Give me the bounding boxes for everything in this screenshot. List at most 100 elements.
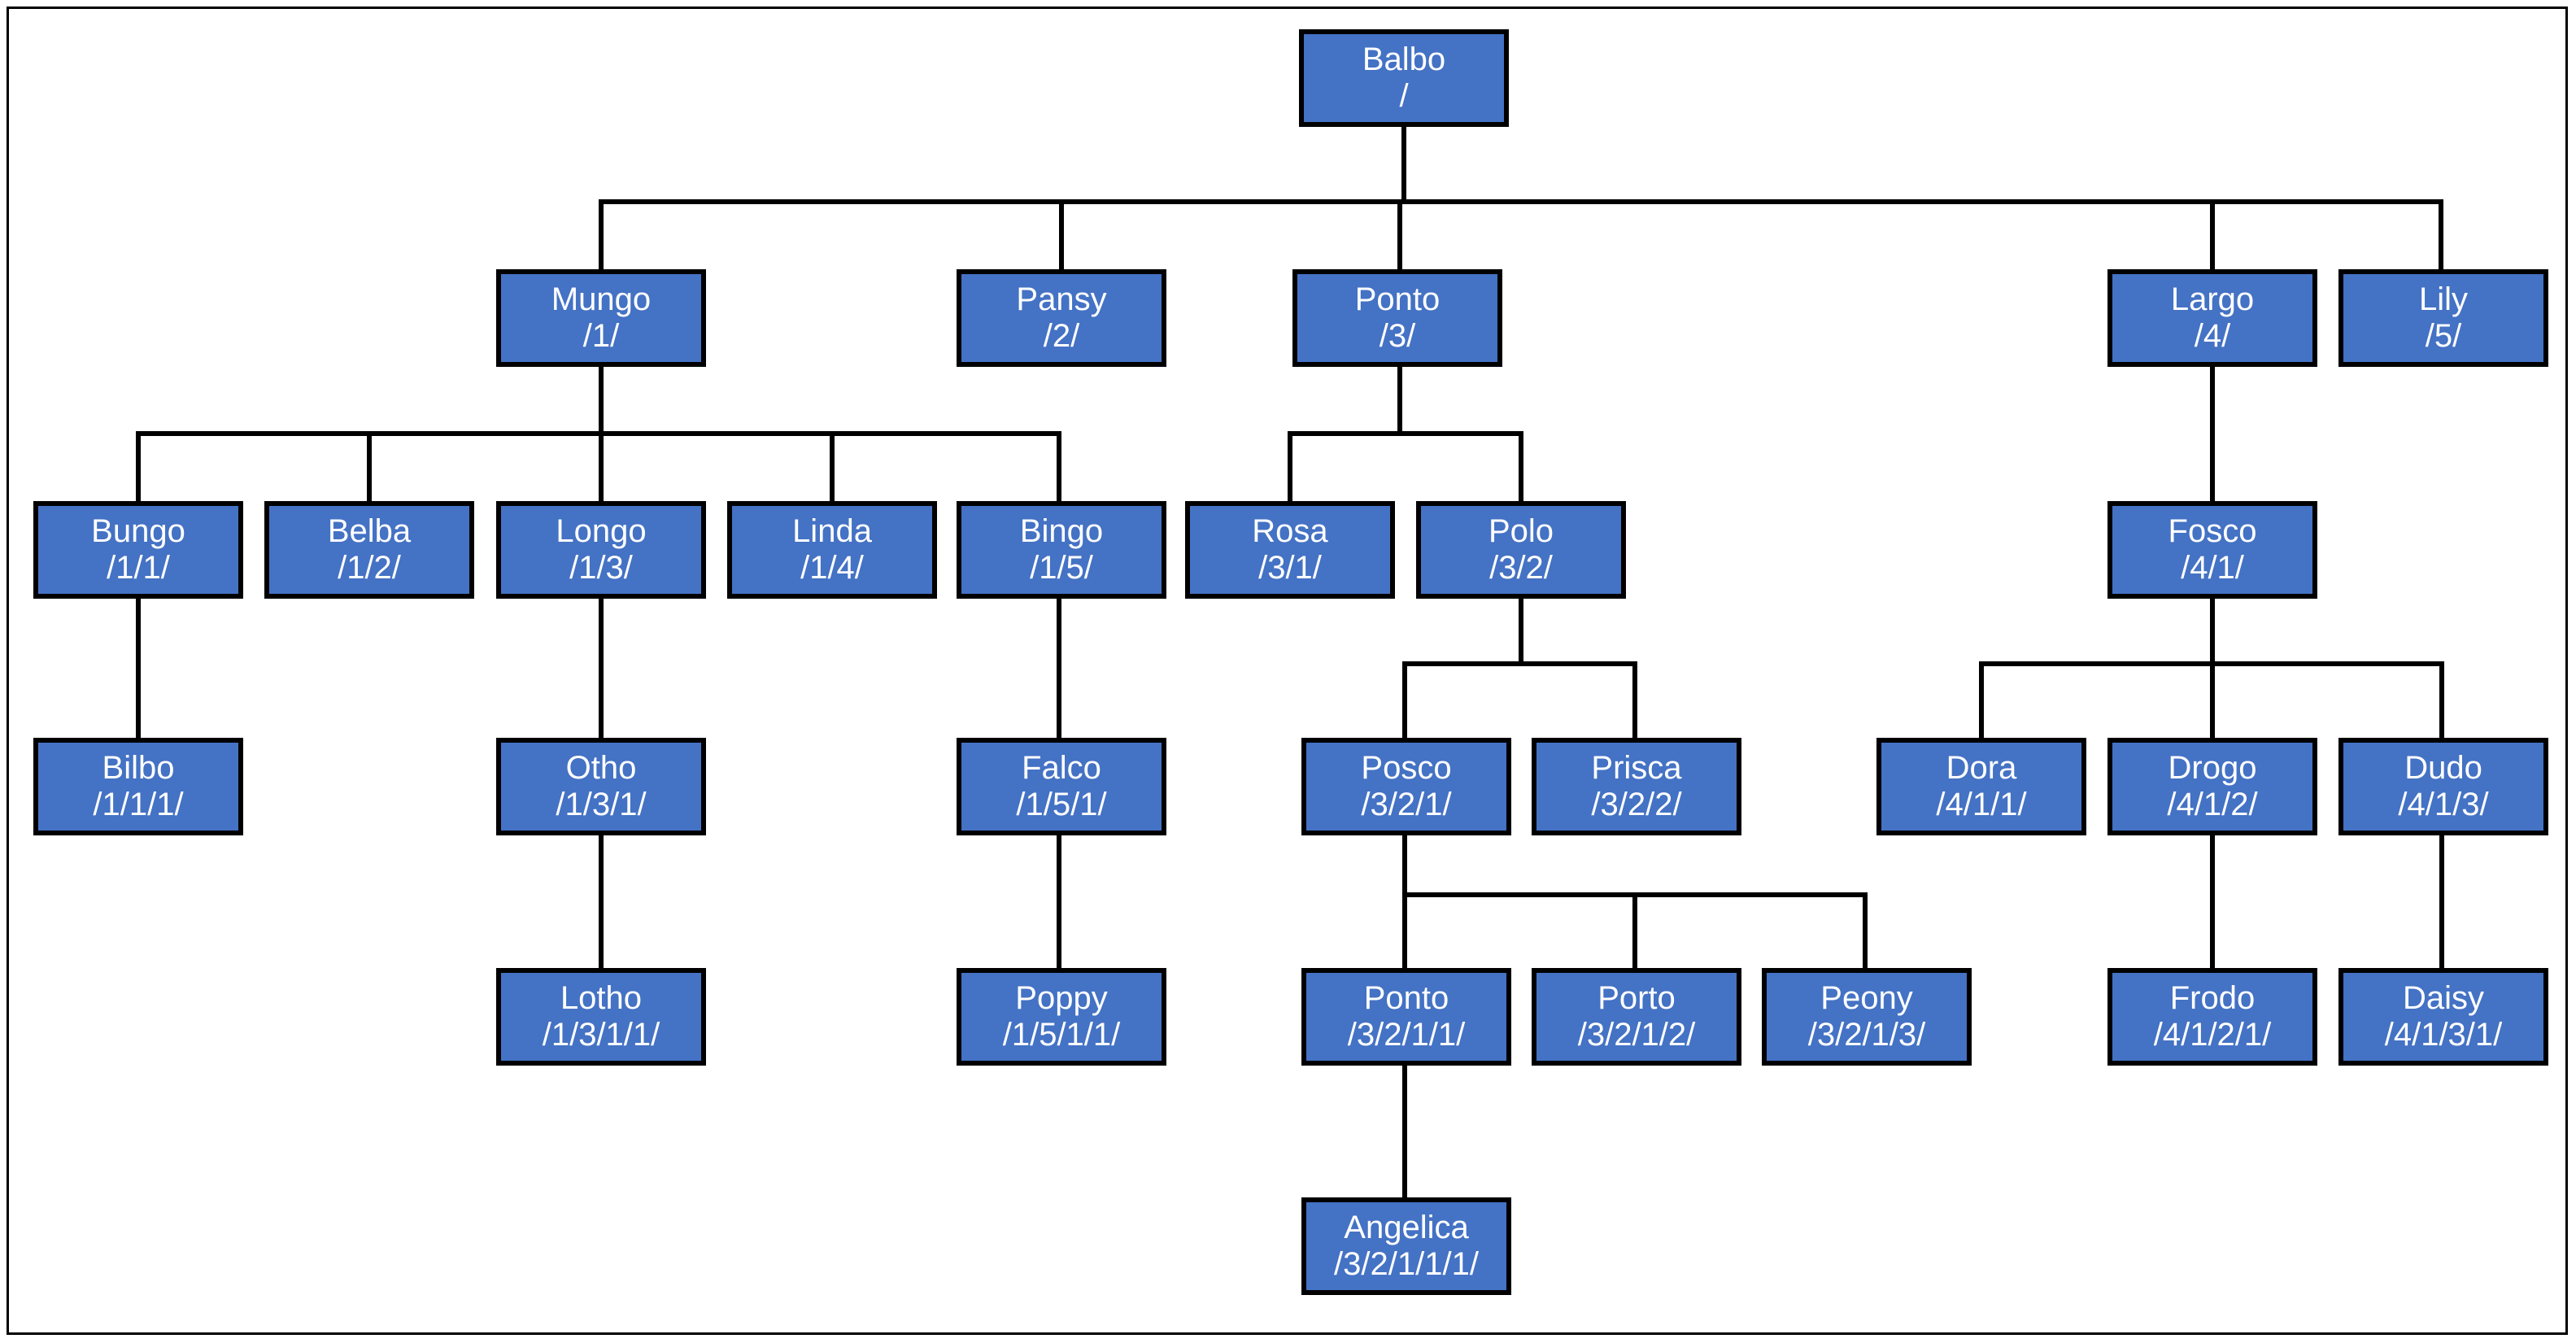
tree-node-ponto[interactable]: Ponto/3/ [1292,269,1502,367]
edge-e-posco-peony [1863,892,1868,968]
tree-node-prisca[interactable]: Prisca/3/2/2/ [1532,738,1741,835]
edge-e-fosco-stem [2210,599,2215,664]
tree-node-mungo[interactable]: Mungo/1/ [496,269,706,367]
node-name-label: Balbo [1362,41,1446,78]
node-name-label: Polo [1488,513,1554,550]
node-path-label: /1/ [582,318,620,354]
node-name-label: Prisca [1591,750,1682,787]
tree-node-angelica[interactable]: Angelica/3/2/1/1/1/ [1301,1197,1511,1295]
edge-e-balbo-stem [1401,127,1406,202]
node-path-label: /1/5/1/1/ [1002,1017,1121,1053]
edge-e-mungo-bingo [1057,431,1061,501]
tree-node-linda[interactable]: Linda/1/4/ [727,501,937,599]
node-name-label: Largo [2170,281,2255,318]
node-path-label: /1/1/ [107,550,170,586]
edge-e-posco-ponto2 [1402,892,1407,968]
edge-e-fosco-dudo [2439,661,2444,738]
edge-e-ponto2-angelica [1402,1066,1407,1197]
edge-e-bungo-bilbo [136,599,141,738]
tree-node-drogo[interactable]: Drogo/4/1/2/ [2107,738,2317,835]
edge-e-polo-bus [1402,661,1637,666]
node-path-label: /3/2/1/1/1/ [1334,1246,1479,1282]
tree-node-dudo[interactable]: Dudo/4/1/3/ [2338,738,2548,835]
edge-e-mungo-linda [830,431,835,501]
edge-e-longo-otho [599,599,604,738]
edge-e-ponto-polo [1519,431,1523,501]
node-name-label: Frodo [2169,980,2256,1017]
edge-e-balbo-bus [599,199,2443,204]
tree-node-peony[interactable]: Peony/3/2/1/3/ [1762,968,1972,1066]
edge-e-mungo-bungo [136,431,141,501]
tree-node-belba[interactable]: Belba/1/2/ [264,501,474,599]
tree-node-pansy[interactable]: Pansy/2/ [957,269,1166,367]
node-name-label: Longo [556,513,647,550]
edge-e-mungo-belba [367,431,372,501]
page-border [7,7,2568,1335]
tree-node-ponto2[interactable]: Ponto/3/2/1/1/ [1301,968,1511,1066]
node-name-label: Rosa [1252,513,1328,550]
node-name-label: Fosco [2168,513,2257,550]
edge-e-otho-lotho [599,835,604,968]
node-path-label: /3/2/1/1/ [1347,1017,1466,1053]
node-path-label: /1/5/1/ [1016,787,1107,822]
node-path-label: /3/1/ [1258,550,1322,586]
tree-node-balbo[interactable]: Balbo/ [1299,29,1509,127]
node-name-label: Lily [2418,281,2469,318]
edge-e-polo-posco [1402,661,1407,738]
edge-e-balbo-mungo [599,199,604,269]
node-name-label: Mungo [551,281,652,318]
tree-node-bilbo[interactable]: Bilbo/1/1/1/ [33,738,243,835]
tree-node-longo[interactable]: Longo/1/3/ [496,501,706,599]
tree-node-bungo[interactable]: Bungo/1/1/ [33,501,243,599]
node-name-label: Lotho [560,980,643,1017]
tree-node-poppy[interactable]: Poppy/1/5/1/1/ [957,968,1166,1066]
tree-node-posco[interactable]: Posco/3/2/1/ [1301,738,1511,835]
edge-e-polo-prisca [1632,661,1637,738]
tree-node-frodo[interactable]: Frodo/4/1/2/1/ [2107,968,2317,1066]
node-path-label: /5/ [2425,318,2462,354]
node-name-label: Linda [792,513,872,550]
edge-e-largo-fosco [2210,367,2215,501]
node-name-label: Pansy [1016,281,1107,318]
tree-node-fosco[interactable]: Fosco/4/1/ [2107,501,2317,599]
node-name-label: Ponto [1354,281,1441,318]
edge-e-mungo-longo [599,431,604,501]
node-name-label: Dudo [2404,750,2482,787]
tree-node-bingo[interactable]: Bingo/1/5/ [957,501,1166,599]
node-path-label: /3/2/1/2/ [1577,1017,1696,1053]
edge-e-posco-stem [1402,835,1407,895]
node-name-label: Peony [1820,980,1913,1017]
tree-node-dora[interactable]: Dora/4/1/1/ [1876,738,2086,835]
edge-e-dudo-daisy [2439,835,2444,968]
tree-node-lily[interactable]: Lily/5/ [2338,269,2548,367]
node-path-label: /4/1/2/1/ [2153,1017,2272,1053]
node-name-label: Ponto [1363,980,1449,1017]
node-name-label: Dora [1946,750,2017,787]
tree-node-polo[interactable]: Polo/3/2/ [1416,501,1626,599]
tree-node-falco[interactable]: Falco/1/5/1/ [957,738,1166,835]
node-name-label: Bilbo [102,750,175,787]
node-path-label: /3/2/2/ [1591,787,1682,822]
edge-e-fosco-dora [1979,661,1984,738]
edge-e-falco-poppy [1057,835,1061,968]
node-name-label: Bingo [1019,513,1104,550]
edge-e-balbo-pansy [1059,199,1064,269]
tree-node-rosa[interactable]: Rosa/3/1/ [1185,501,1395,599]
edge-e-ponto-bus [1288,431,1523,436]
tree-node-otho[interactable]: Otho/1/3/1/ [496,738,706,835]
tree-node-daisy[interactable]: Daisy/4/1/3/1/ [2338,968,2548,1066]
node-path-label: / [1399,78,1409,114]
node-path-label: /1/5/ [1030,550,1093,586]
node-path-label: /3/ [1379,318,1416,354]
edge-e-posco-porto [1632,892,1637,968]
tree-node-lotho[interactable]: Lotho/1/3/1/1/ [496,968,706,1066]
node-name-label: Daisy [2402,980,2485,1017]
edge-e-mungo-stem [599,367,604,434]
node-path-label: /4/1/3/1/ [2384,1017,2503,1053]
node-path-label: /3/2/ [1489,550,1553,586]
edge-e-drogo-frodo [2210,835,2215,968]
tree-node-largo[interactable]: Largo/4/ [2107,269,2317,367]
node-name-label: Otho [565,750,637,787]
node-path-label: /1/3/ [569,550,633,586]
tree-node-porto[interactable]: Porto/3/2/1/2/ [1532,968,1741,1066]
